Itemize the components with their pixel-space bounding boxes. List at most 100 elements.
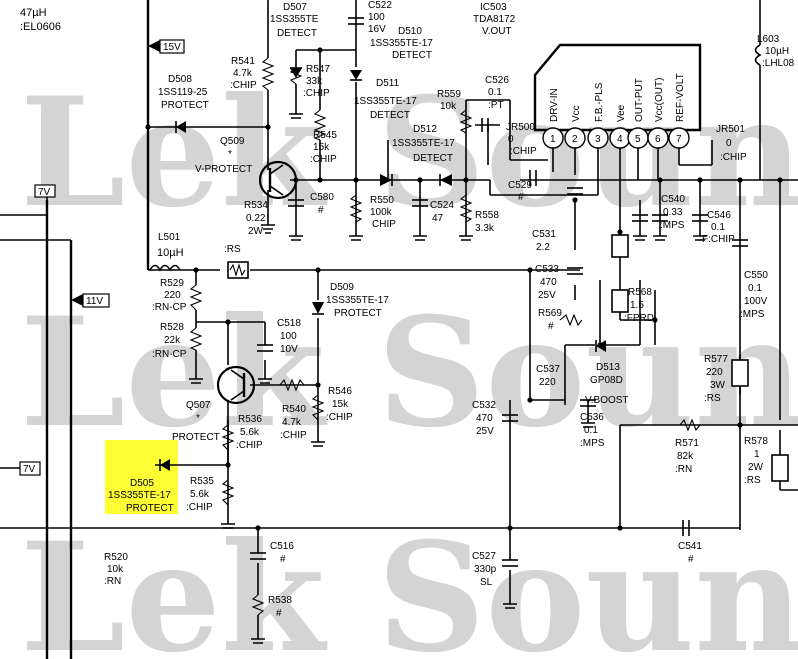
flag-7v-b-label: 7V: [23, 464, 36, 475]
l510-type: :EL0606: [20, 21, 61, 33]
r536-value: 5.6k: [240, 427, 260, 438]
r571-value: 82k: [677, 451, 694, 462]
d511-function: DETECT: [370, 110, 410, 121]
r559-symbol: [459, 109, 473, 134]
d505-ref: D505: [130, 478, 154, 489]
c533-voltage: 25V: [538, 290, 556, 301]
ic503-body: [533, 43, 702, 149]
d509-type: 1SS355TE-17: [326, 295, 389, 306]
d510-ref: D510: [398, 26, 422, 37]
ic-pin6-num: 6: [655, 134, 661, 145]
jr500-value: 0: [508, 134, 514, 145]
c524-value: 47: [432, 213, 444, 224]
r558-ref: R558: [475, 210, 499, 221]
d513-symbol: [596, 340, 606, 352]
ic503-ref: IC503: [480, 2, 507, 13]
c550-value: 0.1: [748, 283, 762, 294]
c518-ref: C518: [277, 318, 301, 329]
r545-type: :CHIP: [310, 154, 337, 165]
q507-star: *: [196, 413, 200, 424]
r578-type: :RS: [744, 475, 761, 486]
ic503-function: V.OUT: [482, 26, 512, 37]
r534-type: :RS: [224, 244, 241, 255]
l603-ref: L603: [757, 34, 780, 45]
d507-type: 1SS355TE: [270, 14, 319, 25]
r568-value: 1.5: [630, 300, 644, 311]
capacitors: [250, 17, 748, 567]
c532-ref: C532: [472, 400, 496, 411]
r559-ref: R559: [437, 89, 461, 100]
r520-value: 10k: [107, 564, 124, 575]
l603-symbol: [754, 44, 762, 66]
r550-ref: R550: [370, 195, 394, 206]
c580-ref: C580: [310, 192, 334, 203]
r550-symbol: [349, 194, 363, 223]
d508-type: 1SS119-25: [158, 87, 208, 98]
r520-ref: R520: [104, 552, 128, 563]
r545-value: 15k: [313, 142, 330, 153]
d512-function: DETECT: [413, 153, 453, 164]
r577-ref: R577: [704, 354, 728, 365]
q507-function: PROTECT: [172, 432, 220, 443]
junction-dots: [145, 47, 783, 531]
c580-star: #: [318, 205, 324, 216]
c546-ref: C546: [707, 210, 731, 221]
c527-value: 330p: [474, 564, 497, 575]
r529-ref: R529: [160, 278, 184, 289]
d507-ref: D507: [283, 2, 307, 13]
ic-pin3-num: 3: [595, 134, 601, 145]
q509-ref: Q509: [220, 136, 245, 147]
c541-ref: C541: [678, 541, 702, 552]
jr500-type: :CHIP: [510, 146, 537, 157]
r540-value: 4.7k: [282, 417, 302, 428]
c540-type: :MPS: [660, 220, 685, 231]
r541-ref: R541: [231, 56, 255, 67]
r535-symbol: [221, 479, 235, 506]
flag-7v-a: [34, 184, 56, 198]
r529-type: :RN-CP: [152, 302, 187, 313]
r540-ref: R540: [282, 404, 306, 415]
watermark: Lek Sound Lek Sound Lek Sound: [20, 65, 798, 659]
q509-star: *: [228, 149, 232, 160]
watermark-line-3: Lek Sound: [20, 510, 798, 659]
d512-type: 1SS355TE-17: [392, 138, 455, 149]
flag-7v-b: [19, 461, 41, 476]
c550-ref: C550: [744, 270, 768, 281]
c531-ref: C531: [532, 229, 556, 240]
d510-symbol: [350, 70, 362, 80]
ic503-pins: [542, 127, 690, 149]
r550-type: CHIP: [372, 219, 396, 230]
d513-function: V.BOOST: [585, 395, 629, 406]
r545-symbol: [313, 109, 327, 141]
grounds: [189, 110, 707, 644]
flag-11v: [82, 293, 110, 308]
l501-value: 10µH: [157, 247, 184, 259]
d513-type: GP08D: [590, 375, 623, 386]
ic-pin4-name: Vee: [616, 104, 627, 122]
d513-ref: D513: [596, 362, 620, 373]
c537-ref: C537: [536, 364, 560, 375]
d511-ref: D511: [376, 78, 400, 89]
c536-type: :MPS: [580, 438, 605, 449]
ic-pin2-num: 2: [572, 134, 578, 145]
r534-ref: R534: [244, 200, 268, 211]
r569-ref: R569: [538, 308, 562, 319]
r571-type: :RN: [675, 464, 692, 475]
watermark-line-1: Lek Sound: [20, 65, 798, 241]
r528-symbol: [189, 327, 203, 351]
c527-type: SL: [480, 577, 493, 588]
d512-ref: D512: [413, 124, 437, 135]
l603-value: 10µH: [765, 46, 789, 57]
component-labels: 47µH :EL0606 15V 7V 11V 7V D507 1SS355TE…: [20, 0, 795, 619]
c536-value: 0.1: [584, 425, 598, 436]
r578-value: 1: [754, 449, 760, 460]
c537-value: 220: [539, 377, 556, 388]
d507-function: DETECT: [277, 28, 317, 39]
r578-symbol: [771, 454, 789, 482]
jr501-type: :CHIP: [720, 152, 747, 163]
c518-voltage: 10V: [280, 344, 298, 355]
r569-symbol: [559, 313, 583, 327]
d509-symbol: [312, 302, 324, 314]
c526-ref: C526: [485, 75, 509, 86]
resistors: [189, 57, 701, 616]
